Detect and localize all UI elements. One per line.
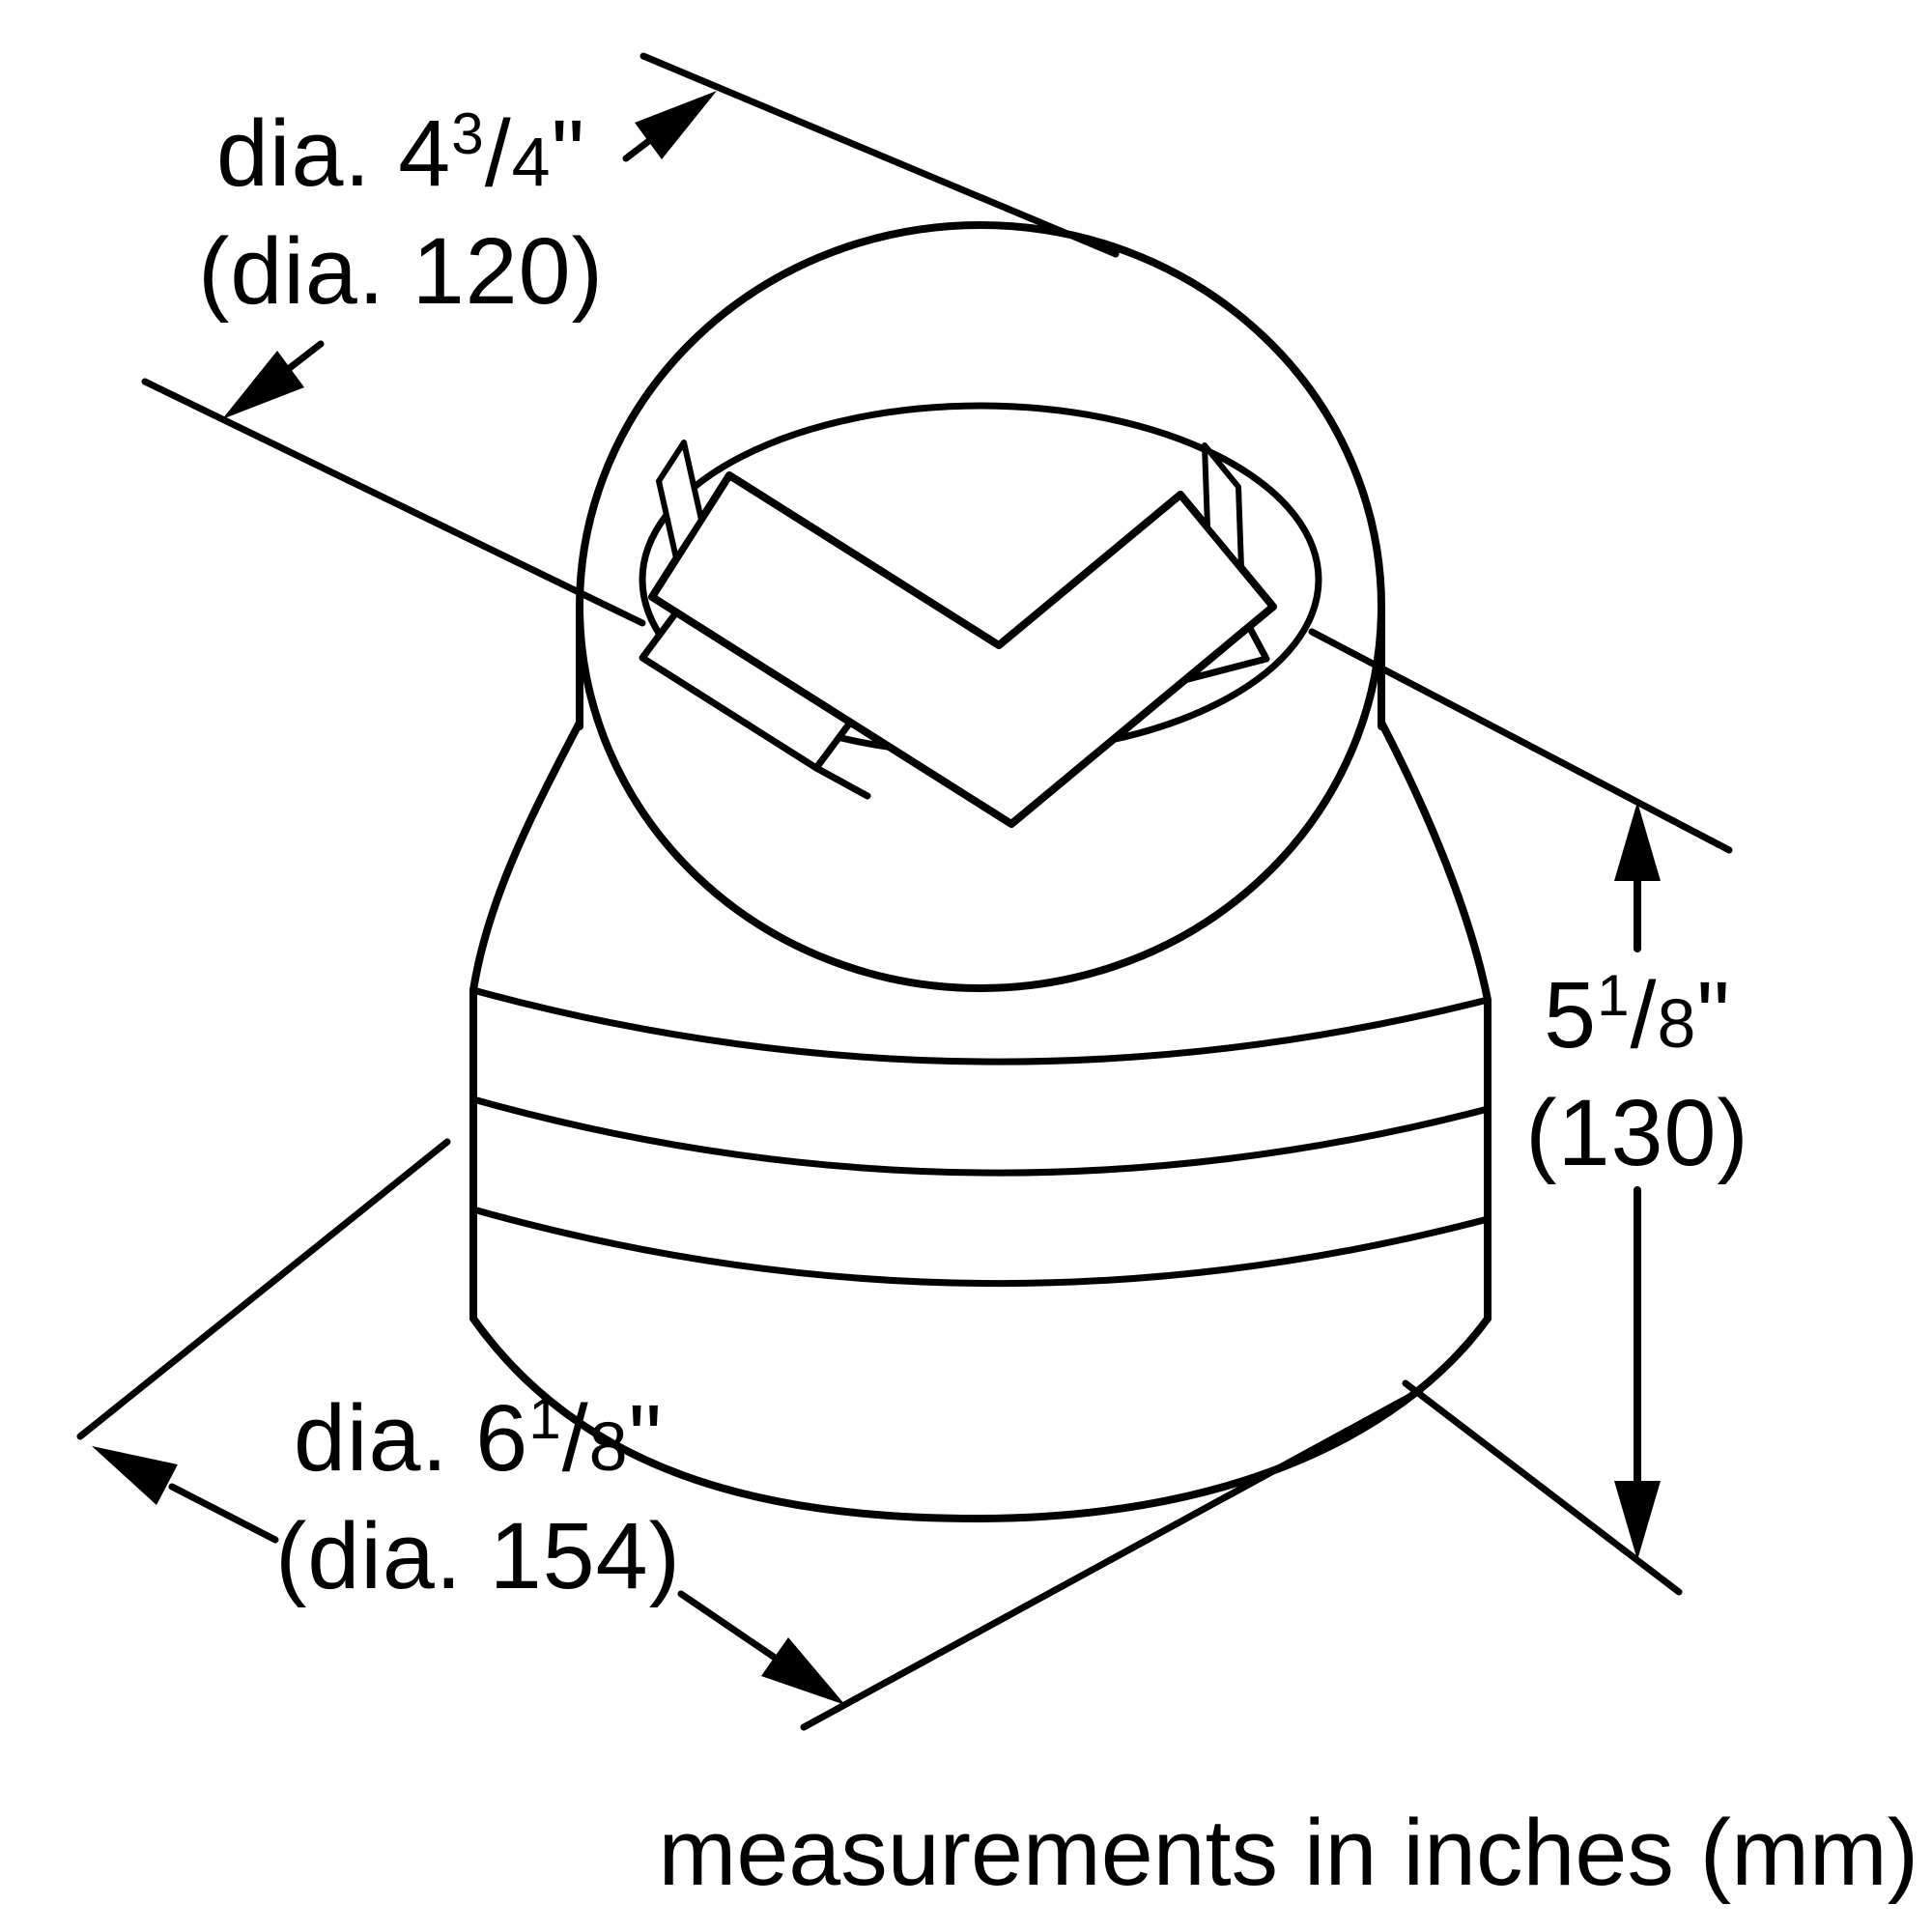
height-label: 51/8" (130) xyxy=(1512,956,1763,1192)
dim-bottom-tangent-right xyxy=(800,1387,1424,1731)
fraction-denominator: 4 xyxy=(511,124,552,201)
dim-height-arrow-down-head-icon xyxy=(1614,1481,1661,1560)
unit-mark: " xyxy=(551,100,586,206)
dim-bottom-arrow-left-head-icon xyxy=(92,1446,178,1505)
top-diameter-label: dia. 43/4" (dia. 120) xyxy=(174,95,628,330)
fraction-denominator: 8 xyxy=(1657,985,1697,1063)
bottom-diameter-label: dia. 61/8" (dia. 154) xyxy=(251,1379,705,1615)
unit-mark: " xyxy=(628,1385,664,1491)
big-cylinder-fill xyxy=(473,723,1488,1519)
dim-top-tangent-lower xyxy=(141,378,646,627)
damper-tab-left xyxy=(656,440,704,561)
big-cylinder-outline xyxy=(469,719,1492,1523)
top-diameter-imperial: dia. 43/4" xyxy=(215,100,586,206)
rib-arc-2 xyxy=(469,1206,1492,1288)
units-note: measurements in inches (mm) xyxy=(658,1800,1918,1905)
dim-bottom-arrow-left-shaft xyxy=(168,1483,279,1544)
damper-tab-right xyxy=(1202,442,1244,571)
unit-mark: " xyxy=(1696,962,1731,1067)
dim-top-arrow-lower-head-icon xyxy=(222,351,304,419)
bottom-diameter-imperial: dia. 61/8" xyxy=(293,1385,664,1491)
height-imperial: 51/8" xyxy=(1544,962,1731,1067)
rib-arc-1 xyxy=(469,1095,1492,1177)
fraction-slash: / xyxy=(1630,962,1658,1067)
bottom-diameter-metric: (dia. 154) xyxy=(275,1503,681,1609)
top-diameter-metric: (dia. 120) xyxy=(198,218,604,325)
dim-bottom-arrow-right-shaft xyxy=(677,1590,784,1665)
fraction-numerator: 3 xyxy=(451,100,485,166)
dim-bottom-arrow-right-head-icon xyxy=(761,1637,845,1705)
dim-bottom-tangent-left xyxy=(76,1138,451,1440)
fraction-numerator: 1 xyxy=(528,1385,562,1451)
damper-hinge-line-left xyxy=(812,764,871,800)
dim-top-tangent-upper xyxy=(639,52,1120,258)
fraction-slash: / xyxy=(484,100,512,206)
big-cylinder-top-rim-arc xyxy=(469,986,1492,1065)
fraction-slash: / xyxy=(561,1385,589,1491)
height-metric: (130) xyxy=(1525,1080,1749,1186)
damper-flap-v xyxy=(648,471,1277,828)
dim-height-ext-bottom xyxy=(1402,1379,1683,1596)
dim-height-ext-top xyxy=(1308,628,1733,854)
fraction-denominator: 8 xyxy=(588,1408,629,1486)
dim-height-arrow-up-head-icon xyxy=(1614,802,1661,881)
fraction-numerator: 1 xyxy=(1597,962,1631,1028)
dim-top-arrow-upper-head-icon xyxy=(635,91,717,159)
